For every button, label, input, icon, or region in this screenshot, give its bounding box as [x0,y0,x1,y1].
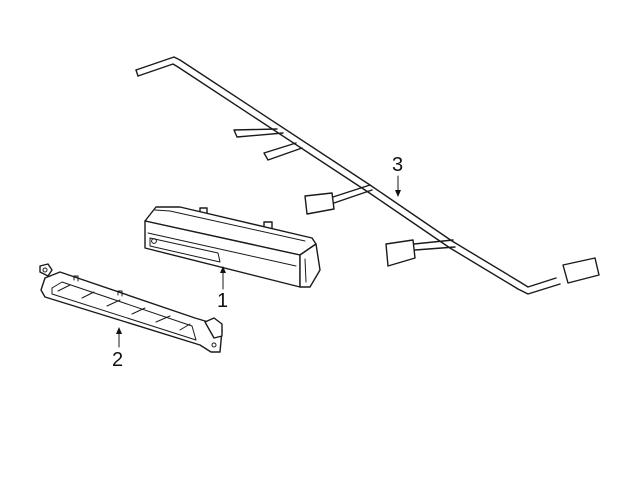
callout-1-number: 1 [217,290,228,312]
callout-3: 3 [392,154,403,197]
callout-3-arrowhead [395,190,401,197]
callout-1-arrowhead [220,266,226,273]
callout-3-number: 3 [392,154,403,176]
callout-2: 2 [112,327,123,371]
connector-c [562,257,600,284]
callout-1: 1 [217,266,228,312]
callout-2-arrowhead [116,327,122,334]
connector-a [304,192,335,215]
grille-trim[interactable] [39,263,223,353]
connector-b [385,239,416,267]
wiring-harness[interactable] [135,56,600,295]
lamp-housing[interactable] [144,206,321,288]
callout-2-number: 2 [112,349,123,371]
